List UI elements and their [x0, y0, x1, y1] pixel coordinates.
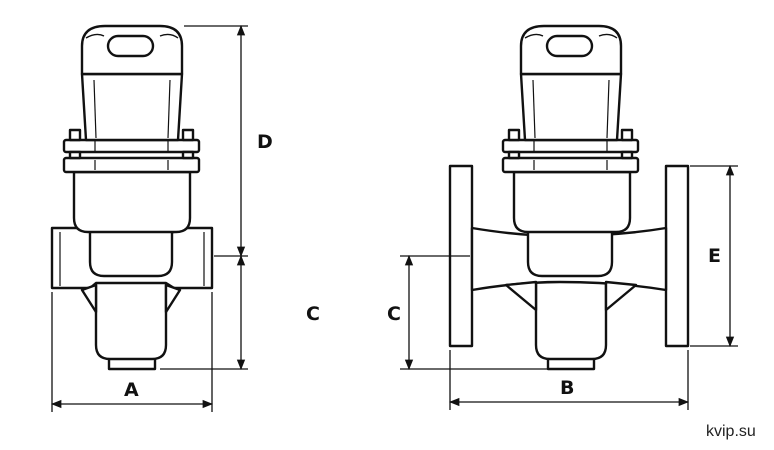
stem-neck [88, 226, 174, 278]
dimension-label-e: E [708, 245, 721, 267]
dimension-label-d: D [257, 131, 273, 153]
cap-window [106, 34, 155, 58]
right-pipe-flange [664, 164, 690, 348]
dimension-label-c: C [387, 303, 401, 325]
lower-flange [62, 156, 201, 174]
lower-bowl [534, 276, 608, 361]
lower-flange [501, 156, 640, 174]
lower-bowl [94, 276, 168, 361]
spring-housing [519, 72, 623, 142]
upper-flange [62, 138, 201, 154]
dimension-label-c-middle: C [306, 303, 320, 325]
threaded-valve-drawing [50, 24, 214, 371]
spring-housing [80, 72, 184, 142]
cap-window [545, 34, 594, 58]
left-dimensions [50, 24, 248, 412]
stem-neck [526, 226, 614, 278]
bonnet [72, 170, 192, 234]
upper-flange [501, 138, 640, 154]
right-dimensions [400, 164, 738, 410]
flanged-valve-drawing [448, 24, 690, 371]
dimension-label-b: B [560, 377, 574, 399]
watermark-text: kvip.su [706, 423, 756, 440]
bonnet [512, 170, 632, 234]
dimension-label-a: A [124, 379, 139, 401]
